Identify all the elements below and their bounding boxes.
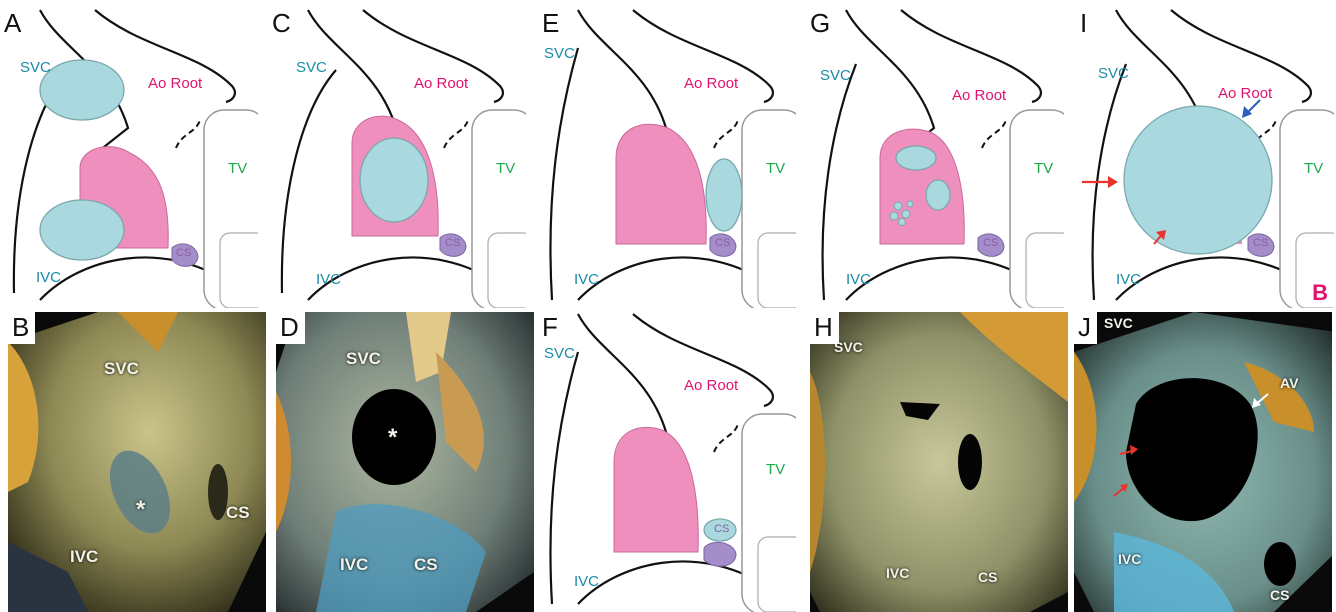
label-cs: CS — [1253, 238, 1268, 249]
label-ivc: IVC — [846, 272, 871, 287]
label-tv: TV — [766, 161, 785, 176]
label-svc: SVC — [820, 68, 851, 83]
panel-label-f: F — [538, 312, 564, 344]
label-svc: SVC — [1104, 316, 1133, 330]
panel-c: C SVC Ao Root TV IVC CS — [268, 8, 526, 308]
label-tv: TV — [1034, 161, 1053, 176]
label-svc: SVC — [544, 346, 575, 361]
panel-g: G SVC Ao Root TV IVC CS — [806, 8, 1064, 308]
label-tv: TV — [496, 161, 515, 176]
label-asterisk: * — [136, 498, 145, 522]
label-svc: SVC — [544, 46, 575, 61]
panel-label-c: C — [268, 8, 297, 40]
label-ivc: IVC — [1116, 272, 1141, 287]
panel-a: A SVC Ao Root TV IVC CS — [0, 8, 258, 308]
panel-d: D SVC * IVC CS — [276, 312, 534, 612]
label-ivc: IVC — [70, 548, 98, 565]
label-svc: SVC — [346, 350, 381, 367]
label-svc: SVC — [1098, 66, 1129, 81]
panel-label-h: H — [810, 312, 839, 344]
panel-j: J SVC AV IVC CS — [1074, 312, 1332, 612]
panel-h: H SVC IVC CS — [810, 312, 1068, 612]
label-cs: CS — [176, 248, 191, 259]
panel-h-image — [810, 312, 1068, 612]
label-cs: CS — [1270, 588, 1289, 602]
corner-label: B — [1312, 282, 1328, 304]
label-cs: CS — [414, 556, 438, 573]
label-av: AV — [1280, 376, 1298, 390]
panel-i-schematic — [1076, 8, 1334, 308]
label-tv: TV — [1304, 161, 1323, 176]
label-cs: CS — [978, 570, 997, 584]
panel-b: B SVC * CS IVC — [8, 312, 266, 612]
panel-b-image — [8, 312, 266, 612]
label-svc: SVC — [20, 60, 51, 75]
panel-g-schematic — [806, 8, 1064, 308]
panel-d-image — [276, 312, 534, 612]
label-tv: TV — [228, 161, 247, 176]
label-svc: SVC — [296, 60, 327, 75]
panel-j-image — [1074, 312, 1332, 612]
panel-i: I SVC Ao Root TV IVC CS B — [1076, 8, 1334, 308]
label-cs: CS — [983, 238, 998, 249]
label-cs: CS — [714, 524, 729, 535]
label-ivc: IVC — [36, 270, 61, 285]
panel-e: E SVC Ao Root TV IVC CS — [538, 8, 796, 308]
label-ao-root: Ao Root — [684, 76, 738, 91]
panel-label-e: E — [538, 8, 565, 40]
panel-label-d: D — [276, 312, 305, 344]
panel-label-g: G — [806, 8, 836, 40]
label-ao-root: Ao Root — [952, 88, 1006, 103]
label-ivc: IVC — [340, 556, 368, 573]
label-cs: CS — [445, 238, 460, 249]
panel-label-a: A — [0, 8, 27, 40]
label-ivc: IVC — [574, 574, 599, 589]
label-ivc: IVC — [1118, 552, 1141, 566]
panel-label-i: I — [1076, 8, 1093, 40]
panel-label-b: B — [8, 312, 35, 344]
label-ao-root: Ao Root — [684, 378, 738, 393]
panel-a-schematic — [0, 8, 258, 308]
label-asterisk: * — [388, 426, 397, 450]
label-cs: CS — [715, 238, 730, 249]
label-ao-root: Ao Root — [148, 76, 202, 91]
label-ivc: IVC — [316, 272, 341, 287]
label-ivc: IVC — [574, 272, 599, 287]
panel-label-j: J — [1074, 312, 1097, 344]
panel-f: F SVC Ao Root TV IVC CS — [538, 312, 796, 612]
label-tv: TV — [766, 462, 785, 477]
panel-f-schematic — [538, 312, 796, 612]
label-svc: SVC — [104, 360, 139, 377]
label-ivc: IVC — [886, 566, 909, 580]
panel-c-schematic — [268, 8, 526, 308]
label-ao-root: Ao Root — [1218, 86, 1272, 101]
label-ao-root: Ao Root — [414, 76, 468, 91]
label-cs: CS — [226, 504, 250, 521]
panel-e-schematic — [538, 8, 796, 308]
